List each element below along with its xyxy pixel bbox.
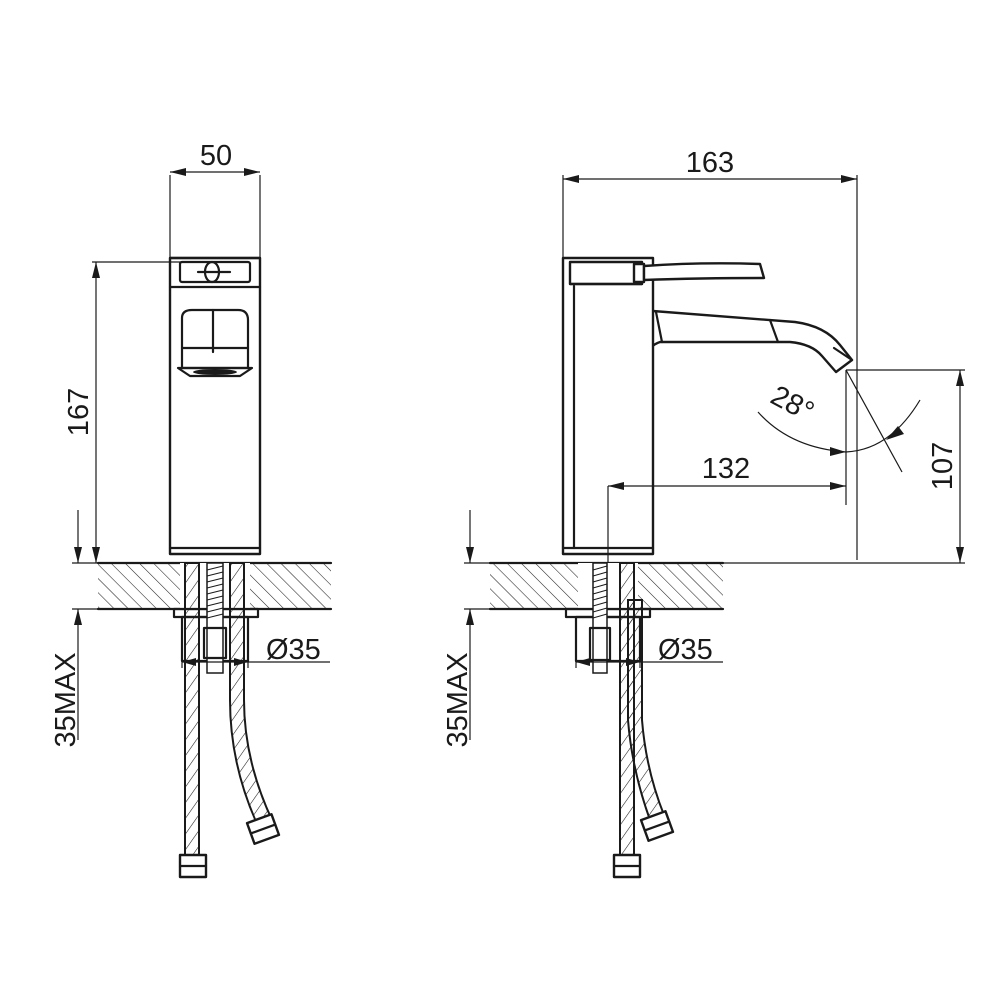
side-depth-dimension: 163	[562, 147, 858, 560]
side-lever-handle	[568, 260, 766, 286]
front-width-label: 50	[200, 140, 232, 172]
side-thickness-dimension: 35MAX	[442, 510, 490, 748]
side-spout-height-label: 107	[927, 442, 959, 490]
front-hole-diameter-label: Ø35	[266, 634, 321, 666]
side-depth-label: 163	[686, 147, 734, 179]
side-reach-dimension: 132	[607, 370, 847, 563]
front-view: 50 167 35MAX Ø35	[50, 140, 333, 879]
front-lever-knob	[178, 260, 252, 284]
front-threaded-rod	[202, 562, 228, 674]
side-reach-label: 132	[702, 453, 750, 485]
side-flexible-hoses	[612, 562, 675, 879]
side-spout-height-dimension: 107	[723, 369, 965, 564]
side-threaded-rod	[588, 562, 612, 674]
side-thickness-label: 35MAX	[442, 652, 474, 747]
front-thickness-label: 35MAX	[50, 652, 82, 747]
side-hole-diameter-label: Ø35	[658, 634, 713, 666]
front-height-label: 167	[63, 388, 95, 436]
side-hole-diameter-dimension: Ø35	[575, 634, 723, 668]
side-spout-angle-label: 28°	[765, 380, 819, 429]
side-view: 163 132 107 28°	[442, 147, 965, 879]
front-width-dimension: 50	[169, 140, 261, 258]
front-thickness-dimension: 35MAX	[50, 510, 98, 748]
side-spout-angle-dimension: 28°	[757, 369, 921, 473]
front-spout	[176, 308, 254, 378]
front-faucet-body	[168, 256, 262, 556]
front-hole-diameter-dimension: Ø35	[181, 634, 330, 668]
front-height-dimension: 167	[63, 261, 182, 563]
front-flexible-hoses	[178, 562, 281, 879]
